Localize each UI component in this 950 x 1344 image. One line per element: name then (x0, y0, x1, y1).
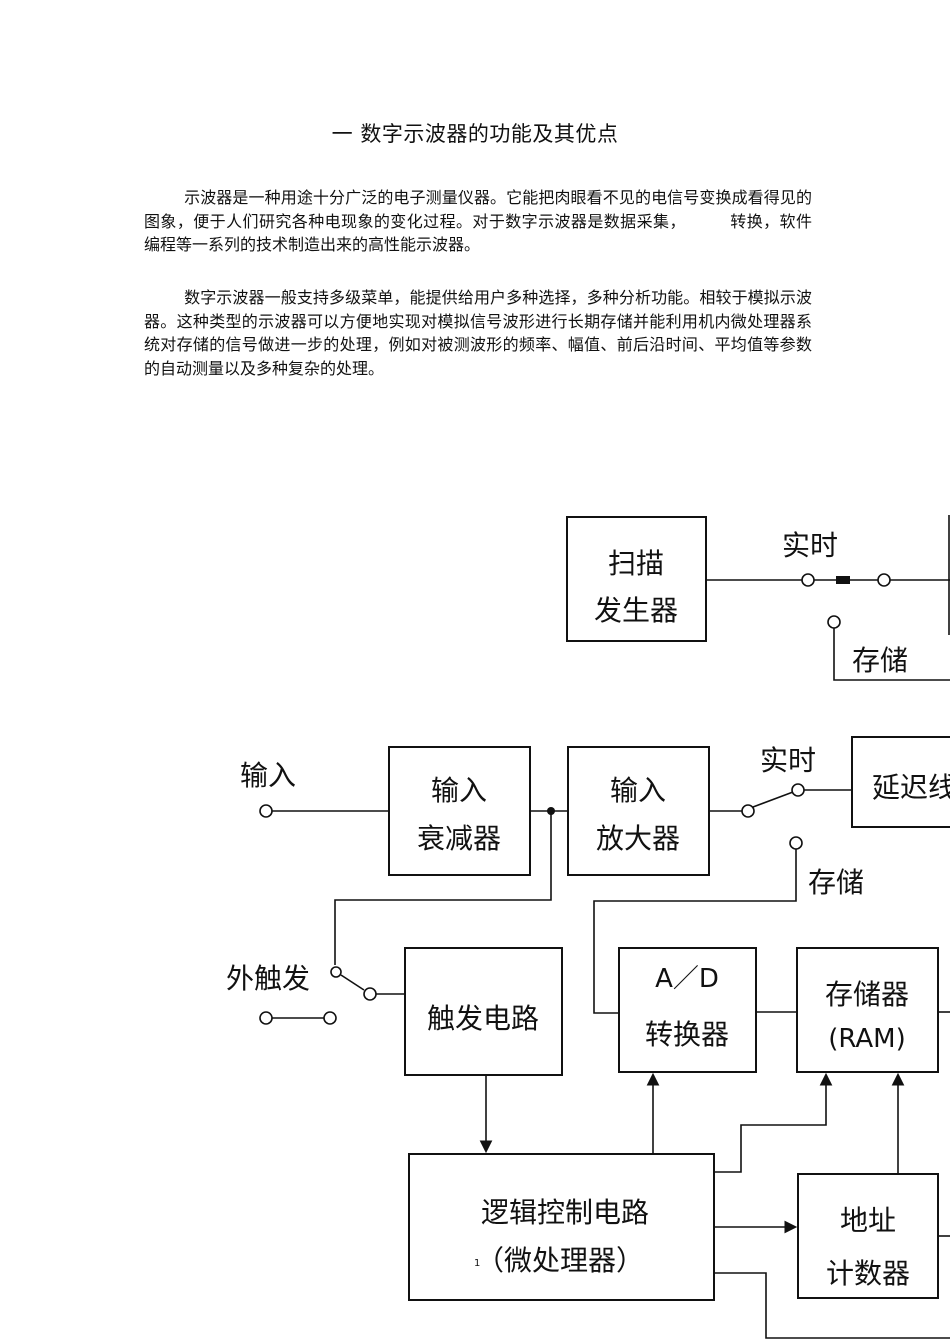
page-title: 一 数字示波器的功能及其优点 (331, 122, 619, 146)
storage-terminal-mid (789, 836, 803, 850)
paragraph-features-text: 数字示波器一般支持多级菜单，能提供给用户多种选择，多种分析功能。相较于模拟示波器… (144, 288, 812, 378)
address-counter-label-1: 地址 (840, 1204, 896, 1237)
adc-block (618, 947, 757, 1073)
logic-control-label-1: 逻辑控制电路 (481, 1196, 649, 1229)
internal-trigger-wire (334, 811, 552, 965)
ext-trigger-input-terminal-a (259, 1011, 273, 1025)
logic-control-block (408, 1153, 715, 1301)
address-counter-block (797, 1173, 939, 1299)
input-label: 输入 (240, 759, 296, 792)
ext-trigger-input-terminal-b (323, 1011, 337, 1025)
switch-terminal-mid-b (791, 783, 805, 797)
memory-label-1: 存储器 (825, 978, 909, 1011)
oscilloscope-block-diagram: 扫描 发生器 实时 存储 输入 输入 衰减器 输入 放大器 实时 延迟线 存储 … (226, 515, 950, 1339)
logic-lower-output-wire (714, 1272, 950, 1339)
address-counter-label-2: 计数器 (826, 1257, 910, 1290)
sweep-generator-block (566, 516, 707, 642)
paragraph-intro-part-b: 转换，软件编程等一系列的技术制造出来的高性能示波器。 (144, 211, 812, 255)
delay-line-block (851, 736, 950, 828)
paragraph-intro-part-a: 示波器是一种用途十分广泛的电子测量仪器。它能把肉眼看不见的电信号变换成看得见的图… (144, 188, 812, 231)
storage-wire-top (833, 628, 950, 681)
ext-trigger-switch-terminal (330, 966, 342, 978)
switch-blade-top-mark (836, 576, 850, 584)
switch-terminal-top-b (877, 573, 891, 587)
input-amplifier-label-1: 输入 (610, 774, 666, 807)
memory-block (796, 947, 939, 1073)
input-attenuator-label-1: 输入 (431, 774, 487, 807)
storage-label-mid: 存储 (808, 866, 864, 899)
input-amplifier-label-2: 放大器 (596, 822, 680, 855)
input-attenuator-label-2: 衰减器 (417, 822, 501, 855)
trigger-circuit-block (404, 947, 563, 1076)
realtime-label-mid: 实时 (760, 744, 816, 777)
switch-terminal-mid-a (741, 804, 755, 818)
adc-label-2: 转换器 (645, 1018, 729, 1051)
ext-trigger-switch-blade (340, 974, 365, 991)
delay-line-label: 延迟线 (872, 771, 950, 804)
sweep-generator-label-2: 发生器 (594, 594, 678, 627)
paragraph-features: 数字示波器一般支持多级菜单，能提供给用户多种选择，多种分析功能。相较于模拟示波器… (144, 286, 812, 380)
switch-blade-mid (752, 791, 794, 808)
sweep-generator-label-1: 扫描 (608, 547, 664, 580)
adc-label-1: A／D (655, 964, 719, 994)
paragraph-intro: 示波器是一种用途十分广泛的电子测量仪器。它能把肉眼看不见的电信号变换成看得见的图… (144, 186, 812, 257)
storage-wire-mid (593, 849, 797, 1014)
external-trigger-label: 外触发 (226, 962, 310, 995)
logic-control-label-2: （微处理器） (476, 1244, 644, 1277)
input-terminal (259, 804, 273, 818)
memory-label-2: (RAM) (828, 1024, 906, 1054)
input-attenuator-block (388, 746, 531, 876)
realtime-label-top: 实时 (782, 529, 838, 562)
switch-terminal-top-a (801, 573, 815, 587)
trigger-input-terminal (363, 987, 377, 1001)
storage-terminal-top (827, 615, 841, 629)
storage-label-top: 存储 (852, 644, 908, 677)
logic-to-memory-arrow (714, 1072, 833, 1173)
trigger-circuit-label: 触发电路 (427, 1002, 539, 1035)
logic-control-mark: 1 (474, 1258, 480, 1269)
input-amplifier-block (567, 746, 710, 876)
